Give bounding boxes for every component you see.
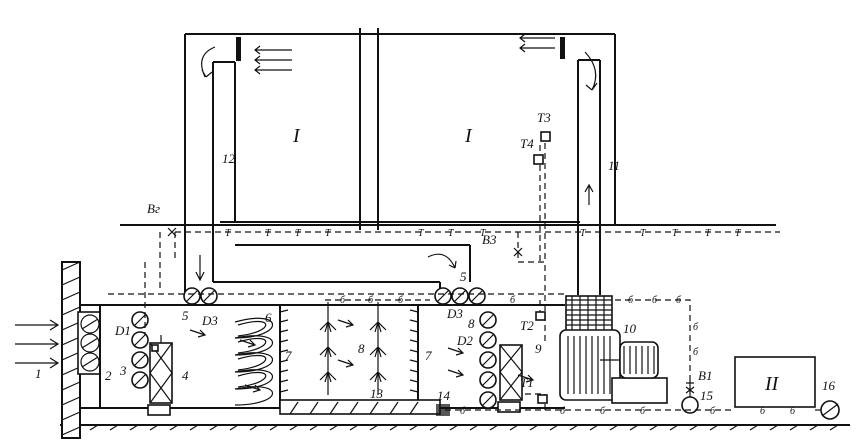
- b-mark: б: [710, 406, 716, 417]
- label-room-right: I: [464, 125, 473, 147]
- label-room-two: II: [764, 373, 780, 395]
- ground: [60, 424, 850, 431]
- reheater: [497, 344, 523, 413]
- b-mark: б: [790, 406, 796, 417]
- eliminator-right: [409, 305, 419, 408]
- intake-grille: [77, 311, 101, 375]
- t-mark: T: [225, 228, 232, 239]
- room-outline: [120, 28, 776, 292]
- pipeline-b: [108, 293, 822, 411]
- pipeline-t: [144, 131, 780, 345]
- pipe-letters: T T T T T T T T T T T T б б б б б б б б …: [225, 228, 796, 417]
- eliminator-left: [279, 305, 289, 408]
- label-9: 9: [535, 341, 542, 356]
- label-14: 14: [437, 388, 451, 403]
- label-6: 6: [265, 310, 272, 325]
- b-mark: б: [676, 295, 682, 306]
- label-bg: Bг: [147, 201, 160, 216]
- mixing-chamber: [213, 244, 471, 292]
- label-12: 12: [222, 151, 236, 166]
- t-mark: T: [448, 228, 455, 239]
- b-mark: б: [640, 406, 646, 417]
- damper-d3-right: [434, 287, 486, 305]
- t-mark: T: [295, 228, 302, 239]
- pump-16: [820, 400, 840, 420]
- label-5b: 5: [460, 269, 467, 284]
- b-mark: б: [760, 406, 766, 417]
- label-4: 4: [182, 368, 189, 383]
- label-3: 3: [119, 363, 127, 378]
- label-t3: T3: [537, 110, 551, 125]
- fan-unit: [559, 295, 668, 404]
- t-mark: T: [265, 228, 272, 239]
- b-mark: б: [600, 406, 606, 417]
- damper-d3-left: [183, 287, 218, 305]
- t-mark: T: [325, 228, 332, 239]
- label-1: 1: [35, 366, 42, 381]
- label-13: 13: [370, 386, 384, 401]
- t-mark: T: [672, 228, 679, 239]
- b-mark: б: [340, 295, 346, 306]
- tank-ii: [734, 356, 816, 408]
- label-t1: T1: [520, 375, 534, 390]
- label-2: 2: [105, 368, 112, 383]
- damper-d2: [479, 311, 497, 409]
- return-duct: [519, 33, 601, 295]
- label-t4: T4: [520, 136, 534, 151]
- label-16: 16: [822, 378, 836, 393]
- b-mark: б: [693, 347, 699, 358]
- air-filter: [147, 335, 173, 416]
- spray-manifold-right: [369, 302, 387, 395]
- supply-duct: [195, 37, 292, 282]
- label-7b: 7: [425, 348, 432, 363]
- label-d3-right: D3: [446, 306, 463, 321]
- b-mark: б: [628, 295, 634, 306]
- t-mark: T: [480, 228, 487, 239]
- b-mark: б: [510, 295, 516, 306]
- label-d1: D1: [114, 323, 131, 338]
- label-7a: 7: [285, 348, 292, 363]
- t-mark: T: [640, 228, 647, 239]
- t-mark: T: [418, 228, 425, 239]
- label-t2: T2: [520, 318, 534, 333]
- label-10: 10: [623, 321, 637, 336]
- t-mark: T: [580, 228, 587, 239]
- label-d2: D2: [456, 333, 473, 348]
- outside-air-arrows: [15, 319, 60, 369]
- b-mark: б: [560, 406, 566, 417]
- b-mark: б: [652, 295, 658, 306]
- label-b1: B1: [698, 368, 712, 383]
- b-mark: б: [693, 322, 699, 333]
- t-mark: T: [705, 228, 712, 239]
- water-sump: [279, 399, 450, 416]
- airflow-arrows: [189, 319, 535, 393]
- label-8a: 8: [358, 341, 365, 356]
- label-11: 11: [608, 158, 620, 173]
- b-mark: б: [398, 295, 404, 306]
- labels: I I II Bг B1 B3 D1 D2 D3 D3 T1 T2 T3 T4 …: [35, 110, 836, 403]
- label-b3: B3: [482, 232, 497, 247]
- label-room-left: I: [292, 125, 301, 147]
- b-mark: б: [460, 406, 466, 417]
- label-15: 15: [700, 388, 714, 403]
- b-mark: б: [368, 295, 374, 306]
- label-8b: 8: [468, 316, 475, 331]
- t-mark: T: [735, 228, 742, 239]
- damper-d1: [131, 311, 149, 389]
- pump-15: [681, 380, 699, 414]
- label-5a: 5: [182, 308, 189, 323]
- label-d3-left: D3: [201, 313, 218, 328]
- spray-manifold-left: [319, 302, 337, 395]
